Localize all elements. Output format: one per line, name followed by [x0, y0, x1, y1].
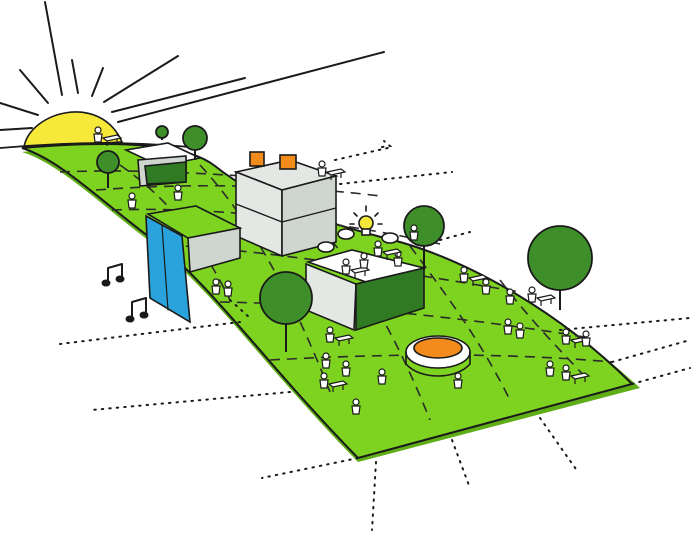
- lawn-grid: [59, 164, 613, 421]
- amphitheater-ring: [405, 335, 471, 377]
- person-icon: [223, 280, 233, 297]
- person-icon: [515, 322, 525, 339]
- picnic-table-icon: [317, 160, 347, 180]
- music-note-icon: [101, 263, 149, 323]
- building-left-mid: [145, 205, 243, 274]
- picnic-table-icon: [459, 266, 489, 286]
- person-icon: [505, 288, 515, 305]
- person-icon: [409, 224, 419, 241]
- building-small-far: [123, 142, 203, 187]
- blue-wall: [145, 214, 191, 324]
- person-icon: [341, 360, 351, 377]
- picnic-table-icon: [561, 364, 591, 384]
- picnic-table-icon: [527, 286, 557, 306]
- person-icon: [173, 184, 183, 201]
- person-icon: [377, 368, 387, 385]
- person-icon: [545, 360, 555, 377]
- person-icon: [211, 278, 221, 295]
- picnic-table-icon: [373, 240, 403, 260]
- person-icon: [127, 192, 137, 209]
- tree-icon: [155, 125, 169, 140]
- tree-icon: [259, 271, 313, 352]
- picnic-table-icon: [93, 126, 123, 146]
- person-icon: [581, 330, 591, 347]
- person-icon: [503, 318, 513, 335]
- person-icon: [351, 398, 361, 415]
- dotted-extensions: [59, 140, 691, 531]
- building-tall-center: [233, 151, 339, 258]
- picnic-table-icon: [341, 258, 371, 278]
- person-icon: [359, 252, 369, 269]
- person-icon: [453, 372, 463, 389]
- person-icon: [481, 278, 491, 295]
- tree-icon: [96, 150, 120, 188]
- lightbulb-icon: [349, 205, 383, 236]
- rooftop-kiosk-icon: [249, 151, 297, 170]
- picnic-table-icon: [325, 326, 355, 346]
- person-icon: [321, 352, 331, 369]
- tree-icon: [182, 125, 208, 160]
- picnic-table-icon: [319, 372, 349, 392]
- speech-bubble-icon: [317, 228, 399, 253]
- sun-icon: [0, 1, 385, 148]
- tree-icon: [527, 225, 593, 310]
